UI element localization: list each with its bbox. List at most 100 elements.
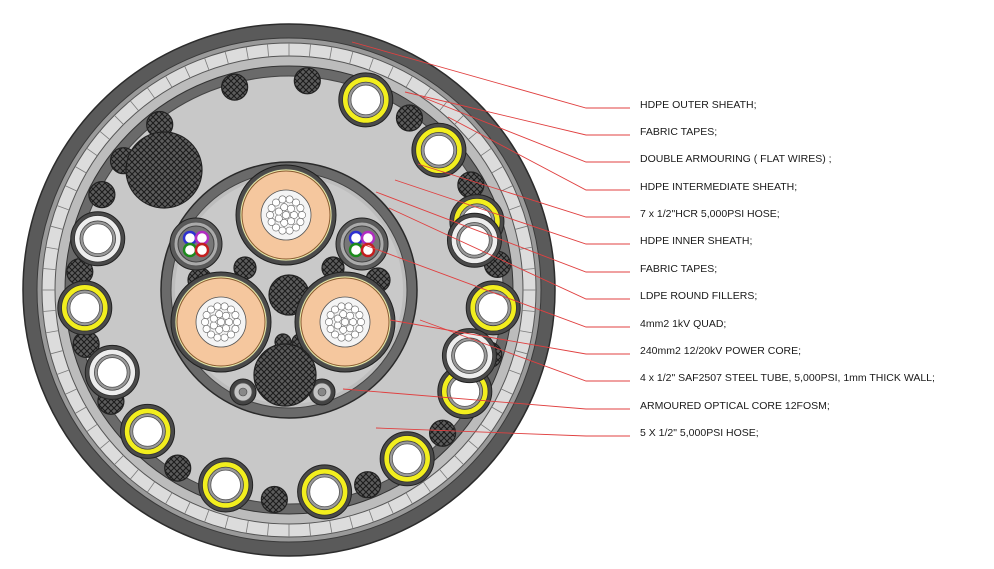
quad-conductor (182, 242, 198, 258)
hcr-hose (120, 403, 176, 459)
armour-wire (56, 205, 70, 211)
strand (272, 223, 280, 232)
strand (227, 330, 235, 339)
label-power-core: 240mm2 12/20kV POWER CORE; (640, 345, 801, 357)
armour-wire (267, 523, 270, 537)
power-core-right (294, 271, 396, 373)
strand (326, 325, 335, 333)
armour-wire (454, 455, 464, 465)
armour-wire (74, 166, 87, 174)
strand (292, 198, 300, 207)
leader-line (342, 388, 630, 410)
leader-line (389, 319, 630, 355)
armour-wire (514, 350, 528, 355)
conductor-strands (266, 195, 306, 235)
leader-line (447, 116, 630, 191)
strand (207, 305, 215, 314)
steel-tube (441, 328, 497, 384)
large-filler (253, 343, 317, 407)
armour-wire (45, 246, 59, 250)
strand (296, 218, 305, 226)
strand (344, 333, 353, 342)
leader-line (375, 427, 630, 437)
ldpe-round-filler (457, 171, 485, 199)
armour-wire (349, 51, 354, 65)
armour-wire (500, 388, 514, 395)
armour-wire (508, 369, 522, 375)
strand (337, 333, 346, 342)
strand (357, 318, 365, 326)
armour-wire (224, 51, 229, 65)
strand (339, 325, 348, 334)
strand (325, 318, 333, 326)
optical-core-right (308, 378, 336, 406)
power-core-top (235, 164, 337, 266)
quad-cable-left (169, 217, 223, 271)
armour-wire (245, 520, 249, 534)
armour-wire (146, 87, 156, 99)
label-hose-5x: 5 X 1/2" 5,000PSI HOSE; (640, 427, 759, 439)
strand (298, 211, 306, 219)
strand (341, 318, 349, 326)
armour-wire (491, 406, 504, 414)
strand (351, 330, 359, 339)
armour-wire (491, 166, 504, 174)
strand (266, 211, 274, 219)
armour-wire (308, 523, 311, 537)
leader-line (351, 41, 630, 109)
armour-wire (184, 65, 191, 79)
strand (222, 324, 230, 333)
optical-fibres (238, 387, 248, 397)
leader-line (388, 207, 630, 300)
quad-bed (177, 225, 215, 263)
label-ldpe-round-fillers: LDPE ROUND FILLERS; (640, 290, 757, 302)
strand (349, 318, 357, 326)
armour-wire (522, 309, 536, 312)
armour-wire (387, 501, 394, 515)
cable-drawing (22, 23, 556, 557)
armour-wire (514, 225, 528, 230)
strand (267, 204, 276, 212)
quad-conductor (182, 230, 198, 246)
strand (267, 218, 276, 226)
strand (282, 211, 290, 219)
leader-line (404, 91, 630, 136)
armour-wire (519, 330, 533, 334)
strand (331, 330, 339, 339)
armour-wire (368, 509, 374, 523)
label-fabric-tapes-outer: FABRIC TAPES; (640, 126, 717, 138)
strand (274, 207, 283, 216)
strand (285, 195, 294, 204)
conductor-strands (325, 302, 365, 342)
hcr-hose (198, 457, 254, 513)
steel-tube (446, 212, 502, 268)
armour-wire (480, 147, 492, 157)
label-hcr-hose: 7 x 1/2"HCR 5,000PSI HOSE; (640, 208, 780, 220)
strand (207, 330, 215, 339)
strand (280, 203, 289, 212)
armour-wire (519, 246, 533, 250)
strand (278, 195, 287, 204)
hose-bore (391, 443, 423, 474)
strand (231, 311, 240, 319)
strand (344, 302, 353, 311)
hcr-hose (57, 280, 113, 336)
hose-bore (309, 476, 340, 508)
hcr-hose (379, 431, 435, 487)
large-filler (125, 131, 203, 209)
hose-bore (423, 134, 455, 166)
armour-wire (522, 268, 536, 271)
strand (339, 310, 348, 319)
strand (209, 321, 218, 330)
leader-line (417, 163, 630, 218)
strand (351, 305, 359, 314)
strand (272, 198, 280, 207)
armour-wire (204, 57, 210, 71)
armour-wire (165, 492, 173, 505)
strand (355, 311, 364, 319)
hose-bore (210, 469, 241, 501)
steel-tube (70, 211, 126, 267)
ldpe-round-filler (395, 104, 424, 132)
ldpe-round-filler (221, 73, 249, 101)
